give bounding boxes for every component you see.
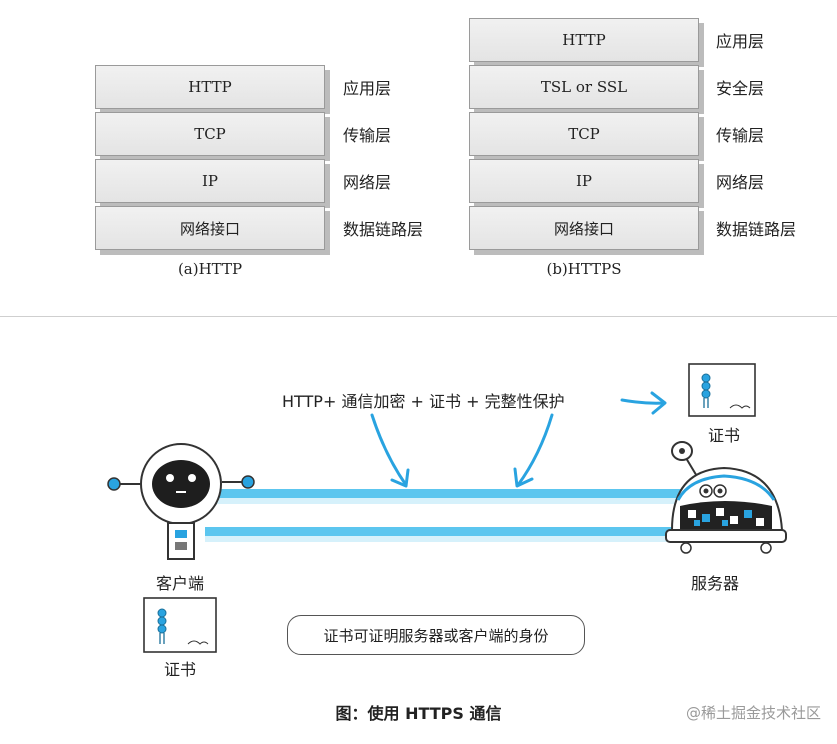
layer-box: TSL or SSL [469, 65, 699, 109]
layer-name: 网络层 [343, 173, 392, 192]
arrow-icon [513, 413, 554, 488]
client-label: 客户端 [156, 574, 205, 593]
certificate-label-bottom: 证书 [164, 660, 197, 679]
server-label: 服务器 [691, 574, 740, 593]
layer-name: 应用层 [343, 79, 392, 98]
diagram-a-caption: (a)HTTP [177, 260, 243, 278]
arrow-icon [370, 413, 410, 488]
layer-name: 网络层 [716, 173, 765, 192]
figure-title: 图：使用 HTTPS 通信 [335, 704, 502, 723]
layer-name: 数据链路层 [343, 220, 424, 239]
layer-box: TCP [469, 112, 699, 156]
layer-name: 数据链路层 [716, 220, 797, 239]
layer-name: 安全层 [716, 79, 765, 98]
layer-box: IP [95, 159, 325, 203]
certificate-icon [688, 363, 756, 417]
client-robot-icon [107, 443, 255, 560]
layer-box: HTTP [95, 65, 325, 109]
certificate-icon [143, 597, 217, 653]
certificate-note: 证书可证明服务器或客户端的身份 [287, 615, 585, 655]
layer-name: 传输层 [343, 126, 392, 145]
layer-name: 传输层 [716, 126, 765, 145]
certificate-label-top: 证书 [708, 426, 741, 445]
arrow-icon [620, 391, 667, 415]
layer-name: 应用层 [716, 32, 765, 51]
layer-box: 网络接口 [95, 206, 325, 250]
layer-box: HTTP [469, 18, 699, 62]
diagram-b-caption: (b)HTTPS [546, 260, 622, 278]
server-robot-icon [665, 441, 787, 554]
layer-box: IP [469, 159, 699, 203]
channel-label: HTTP+ 通信加密 + 证书 + 完整性保护 [282, 392, 565, 411]
layer-box: 网络接口 [469, 206, 699, 250]
section-divider [0, 316, 837, 317]
watermark: @稀土掘金技术社区 [685, 704, 821, 722]
encrypted-channel [205, 489, 685, 542]
layer-box: TCP [95, 112, 325, 156]
